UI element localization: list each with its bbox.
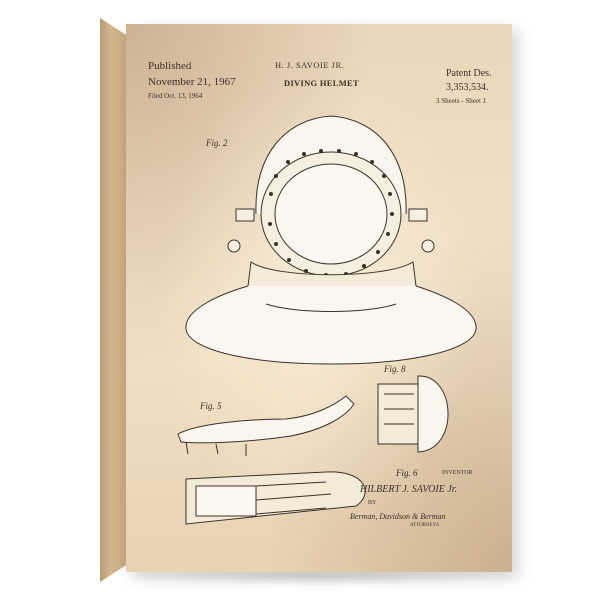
breastplate-curve bbox=[265, 303, 397, 312]
fig8-cap bbox=[417, 375, 449, 453]
fig6-label: Fig. 6 bbox=[395, 468, 418, 478]
fig8-label: Fig. 8 bbox=[383, 364, 406, 374]
viewport-glass bbox=[274, 163, 388, 265]
published-date: November 21, 1967 bbox=[148, 76, 236, 88]
left-valve bbox=[227, 239, 241, 253]
inventor-label: INVENTOR bbox=[442, 470, 473, 476]
right-valve bbox=[421, 239, 435, 253]
fig5-strap bbox=[185, 441, 247, 456]
patent-number: 3,353,534. bbox=[446, 82, 489, 93]
inventor-header: H. J. SAVOIE JR. bbox=[275, 60, 345, 70]
patent-title: DIVING HELMET bbox=[284, 78, 359, 88]
published-label: Published bbox=[148, 60, 192, 72]
inventor-name: HILBERT J. SAVOIE Jr. bbox=[360, 484, 458, 495]
right-knob bbox=[408, 208, 428, 222]
fig5-part bbox=[177, 395, 355, 444]
helmet-drawing: Fig. 2 Fig. 5 Fig. 8 Fig. 6 bbox=[177, 115, 477, 525]
left-knob bbox=[235, 208, 255, 222]
floor-shadow bbox=[120, 572, 520, 586]
fig8-hatching bbox=[384, 393, 414, 425]
attorneys-label: ATTORNEYS bbox=[410, 523, 440, 528]
canvas-side-edge bbox=[100, 18, 126, 582]
by-label: BY bbox=[368, 500, 377, 506]
breastplate bbox=[185, 285, 477, 365]
patent-label: Patent Des. bbox=[446, 68, 492, 79]
fig6-inner bbox=[195, 485, 257, 517]
sheets-count: 3 Sheets - Sheet 1 bbox=[436, 97, 487, 105]
attorneys-signature: Berman, Davidson & Berman bbox=[350, 512, 446, 521]
fig8-block bbox=[377, 383, 419, 445]
fig2-label: Fig. 2 bbox=[205, 138, 228, 148]
rivet-ring bbox=[268, 149, 394, 277]
fig5-label: Fig. 5 bbox=[199, 401, 222, 411]
fig6-hatching bbox=[255, 481, 332, 515]
filed-date: Filed Oct. 13, 1964 bbox=[148, 92, 203, 100]
